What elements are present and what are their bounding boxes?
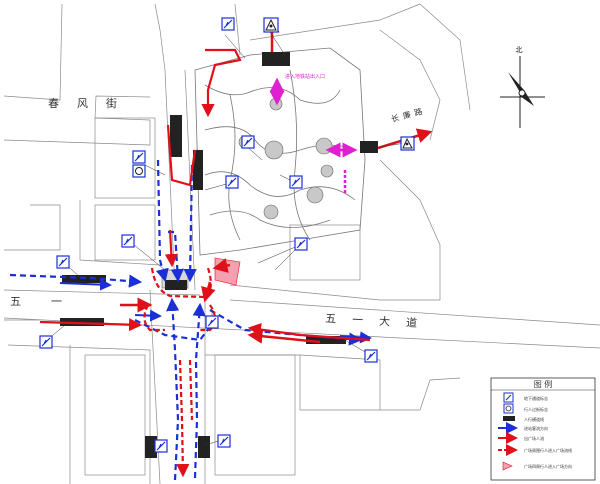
underpass-sign-icon [217, 434, 231, 448]
city-blocks [3, 3, 600, 484]
road-label-chunfeng: 春风街 [48, 96, 135, 110]
legend-item-crosswalk: 人行横道线 [503, 416, 544, 422]
plaza-entry-note: 进入地铁站出入口 [285, 73, 325, 80]
blue-flow-arrows [59, 278, 372, 344]
red-flow-arrows [120, 17, 433, 344]
svg-text:进站客流方向: 进站客流方向 [524, 425, 548, 431]
legend-item-entry-flow: 进站客流方向 [498, 422, 548, 434]
svg-text:行人过街标志: 行人过街标志 [524, 406, 548, 412]
svg-text:广场周围行人进入广场流线: 广场周围行人进入广场流线 [524, 447, 572, 453]
underpass-sign-icon [132, 150, 146, 164]
north-label: 北 [516, 46, 523, 54]
underpass-sign-icon [154, 439, 168, 453]
legend-item-surrounding-flow: 广场周围行人进入广场流线 [498, 444, 572, 456]
underpass-sign-icon [241, 135, 255, 149]
underground-passage-signs [39, 17, 378, 453]
svg-text:出广场人流: 出广场人流 [524, 435, 544, 441]
pedestrian-crossing-signs [132, 17, 415, 178]
pedestrian-crossing-sign-icon [132, 164, 146, 178]
svg-text:地下通道标志: 地下通道标志 [524, 395, 548, 401]
underpass-sign-icon [294, 237, 308, 251]
legend: 图 例 地下通道标志 行人过街标志 人行横道线 进站客流方向 出广场人流 广场周… [490, 377, 596, 481]
underpass-sign-icon [289, 175, 303, 189]
road-label-wuyi-avenue: 五一大道 [325, 311, 434, 331]
underpass-sign-icon [225, 175, 239, 189]
legend-item-underpass: 地下通道标志 [503, 392, 548, 403]
road-label-changlian: 长廉路 [390, 105, 427, 124]
legend-item-exit-flow: 出广场人流 [498, 432, 544, 444]
underpass-sign-icon [56, 255, 70, 269]
legend-item-plaza-entry-direction: 广场四周行人进入广场方向 [502, 461, 572, 471]
legend-title: 图 例 [534, 379, 553, 389]
underpass-sign-icon [364, 349, 378, 363]
underpass-sign-icon [121, 234, 135, 248]
underpass-sign-icon [39, 335, 53, 349]
svg-text:广场四周行人进入广场方向: 广场四周行人进入广场方向 [524, 463, 572, 469]
park-pavilions [238, 97, 334, 220]
magenta-flow-arrows [269, 77, 358, 195]
crosswalks [60, 52, 378, 458]
underpass-sign-icon [221, 17, 235, 31]
pedestrian-crossing-sign-icon [263, 17, 279, 33]
legend-item-crossing-sign: 行人过街标志 [503, 403, 548, 414]
svg-text:人行横道线: 人行横道线 [524, 416, 544, 422]
pedestrian-crossing-sign-icon [400, 136, 415, 151]
road-label-wuyi-west: 五一 [10, 295, 92, 308]
underpass-sign-icon [205, 315, 219, 329]
north-compass: 北 [500, 46, 545, 128]
